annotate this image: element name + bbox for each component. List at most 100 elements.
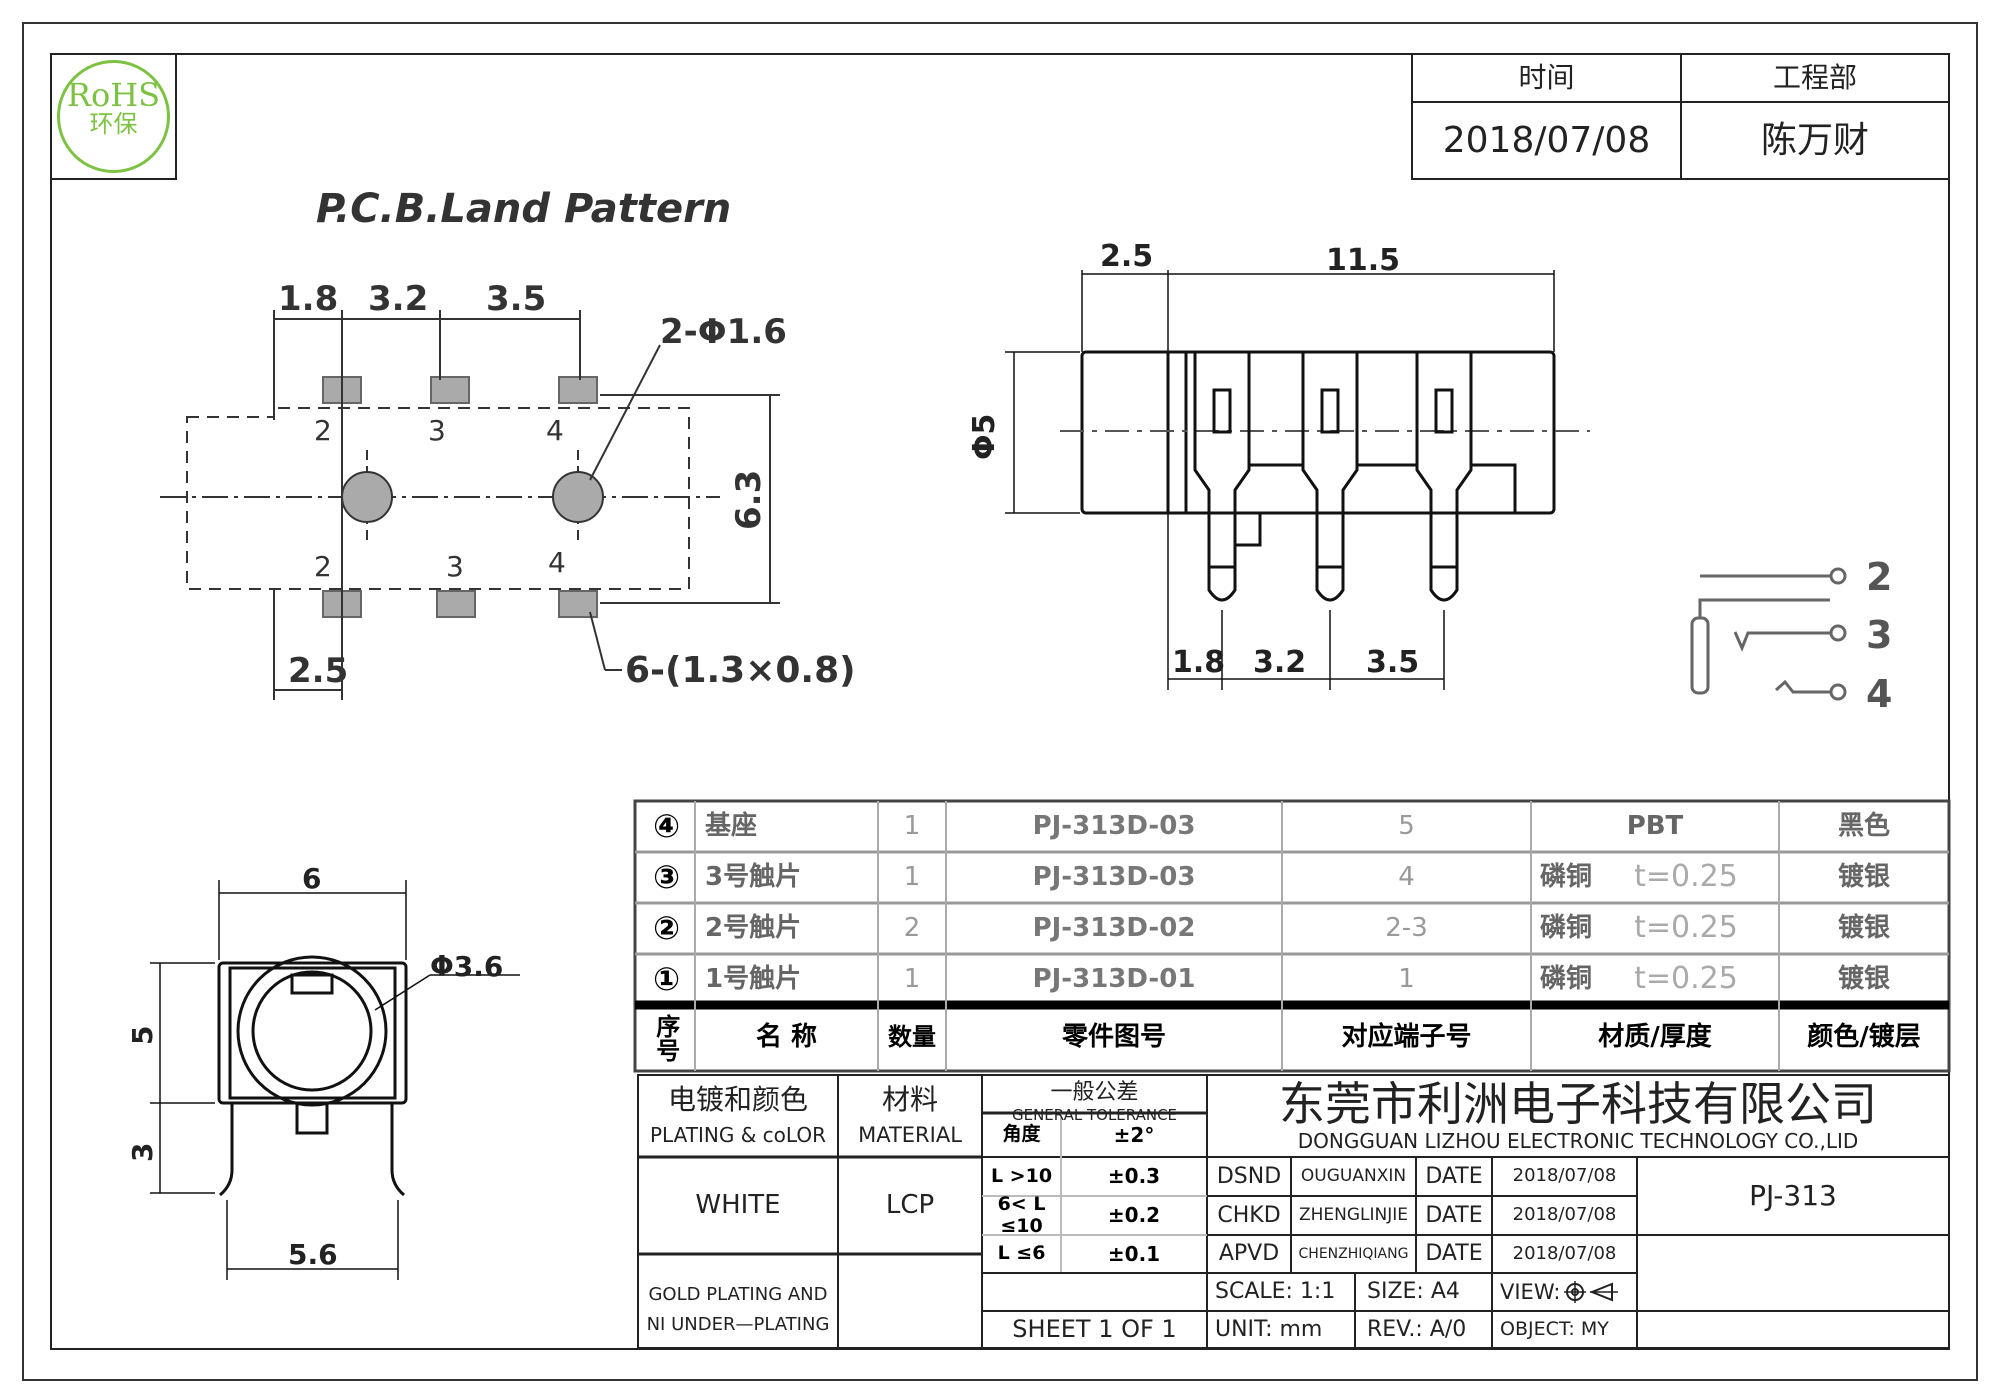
bom-row-terminal: 4 bbox=[1398, 861, 1415, 892]
signoff-date-label: DATE bbox=[1425, 1202, 1483, 1228]
signoff-role: DSND bbox=[1216, 1163, 1282, 1189]
front-pitch: 5.6 bbox=[288, 1238, 338, 1271]
pcb-dim-1: 1.8 bbox=[278, 279, 338, 319]
bom-row-qty: 1 bbox=[903, 963, 921, 994]
schematic-pin: 3 bbox=[1866, 613, 1892, 657]
signoff-name: CHENZHIQIANG bbox=[1298, 1245, 1409, 1262]
bom-row-part: PJ-313D-03 bbox=[1032, 861, 1196, 892]
bom-row-thickness: t=0.25 bbox=[1634, 910, 1738, 946]
bom-row-color: 镀银 bbox=[1837, 963, 1890, 994]
front-width-dim: 6 bbox=[302, 862, 321, 895]
bom-row-part: PJ-313D-03 bbox=[1032, 810, 1196, 841]
bom-row-no: ① bbox=[652, 960, 681, 999]
pin-label-bottom: 4 bbox=[548, 546, 566, 579]
side-view-drawing bbox=[1005, 270, 1590, 690]
bom-row-name: 3号触片 bbox=[705, 861, 802, 892]
bom-header-color: 颜色/镀层 bbox=[1807, 1022, 1921, 1053]
signoff-date: 2018/07/08 bbox=[1512, 1242, 1617, 1264]
rohs-logo-subtext: 环保 bbox=[89, 110, 138, 138]
side-dia: Φ5 bbox=[967, 414, 1002, 460]
material-en: MATERIAL bbox=[858, 1122, 962, 1147]
bom-row-no: ② bbox=[652, 909, 681, 948]
side-dim-length: 11.5 bbox=[1326, 243, 1400, 278]
schematic-pin: 2 bbox=[1866, 555, 1892, 599]
dept-label: 工程部 bbox=[1772, 60, 1857, 94]
plating-en: PLATING & coLOR bbox=[650, 1122, 826, 1147]
bom-row-material: 磷铜 bbox=[1539, 912, 1592, 943]
rohs-logo: RoHS 环保 bbox=[57, 60, 170, 173]
bom-row-qty: 2 bbox=[903, 912, 921, 943]
pcb-pad-label: 6-(1.3×0.8) bbox=[625, 650, 856, 691]
bom-row-terminal: 1 bbox=[1398, 963, 1415, 994]
view-text: VIEW: bbox=[1500, 1279, 1561, 1304]
plating-value-1: GOLD PLATING AND bbox=[648, 1283, 828, 1305]
bom-header-no: 序号 bbox=[651, 1014, 680, 1062]
front-view-drawing bbox=[150, 880, 520, 1280]
tolerance-value: ±2° bbox=[1113, 1122, 1155, 1147]
signoff-date: 2018/07/08 bbox=[1512, 1165, 1617, 1187]
pin-label-top: 4 bbox=[546, 414, 564, 447]
bom-row-name: 2号触片 bbox=[705, 912, 802, 943]
side-dim-left: 2.5 bbox=[1100, 239, 1153, 274]
title-block-grid bbox=[637, 1074, 1950, 1349]
bom-row-terminal: 5 bbox=[1398, 810, 1415, 841]
header-date: 2018/07/08 bbox=[1442, 119, 1651, 161]
bom-row-no: ③ bbox=[652, 858, 681, 897]
bom-row-material: 磷铜 bbox=[1539, 963, 1592, 994]
pcb-dim-3: 3.5 bbox=[486, 279, 546, 319]
pcb-height-dim: 6.3 bbox=[729, 470, 769, 530]
front-h1: 5 bbox=[126, 1026, 159, 1045]
bom-row-name: 1号触片 bbox=[705, 963, 802, 994]
object: OBJECT: MY bbox=[1500, 1317, 1609, 1340]
pcb-bottom-dim: 2.5 bbox=[288, 651, 348, 691]
bom-row-thickness: t=0.25 bbox=[1634, 859, 1738, 895]
pcb-dim-2: 3.2 bbox=[368, 279, 428, 319]
signoff-date-label: DATE bbox=[1425, 1163, 1483, 1189]
front-h2: 3 bbox=[126, 1143, 159, 1162]
scale: SCALE: 1:1 bbox=[1215, 1279, 1336, 1305]
bom-row-qty: 1 bbox=[903, 810, 921, 841]
tolerance-range: L ≤6 bbox=[997, 1242, 1046, 1265]
side-dim-bottom: 3.2 bbox=[1253, 645, 1306, 680]
pin-label-top: 2 bbox=[314, 414, 332, 447]
signoff-name: ZHENGLINJIE bbox=[1298, 1204, 1409, 1225]
side-dim-bottom: 1.8 bbox=[1172, 645, 1225, 680]
company-name-cn: 东莞市利洲电子科技有限公司 bbox=[1279, 1076, 1877, 1131]
schematic-pin: 4 bbox=[1866, 672, 1892, 716]
sheet-size: SIZE: A4 bbox=[1367, 1279, 1460, 1305]
bom-row-thickness: t=0.25 bbox=[1634, 961, 1738, 997]
company-name-en: DONGGUAN LIZHOU ELECTRONIC TECHNOLOGY CO… bbox=[1297, 1128, 1859, 1153]
bom-row-part: PJ-313D-02 bbox=[1032, 912, 1196, 943]
bom-row-color: 镀银 bbox=[1837, 861, 1890, 892]
bom-row-color: 镀银 bbox=[1837, 912, 1890, 943]
plating-value-2: NI UNDER—PLATING bbox=[646, 1313, 830, 1335]
bom-header-material: 材质/厚度 bbox=[1598, 1022, 1712, 1053]
plating-cn: 电镀和颜色 bbox=[667, 1082, 808, 1116]
material-value: LCP bbox=[885, 1189, 935, 1220]
tolerance-value: ±0.3 bbox=[1107, 1164, 1161, 1188]
sheet-info: SHEET 1 OF 1 bbox=[1012, 1314, 1177, 1343]
bom-row-material: PBT bbox=[1626, 810, 1684, 841]
pcb-title: P.C.B.Land Pattern bbox=[316, 186, 731, 232]
signoff-role: CHKD bbox=[1217, 1202, 1281, 1228]
pin-label-bottom: 3 bbox=[446, 550, 464, 583]
color-value: WHITE bbox=[695, 1189, 781, 1220]
pin-label-top: 3 bbox=[428, 414, 446, 447]
signoff-name: OUGUANXIN bbox=[1300, 1165, 1407, 1186]
bom-header-part: 零件图号 bbox=[1061, 1022, 1166, 1053]
bom-row-qty: 1 bbox=[903, 861, 921, 892]
rohs-logo-text: RoHS bbox=[66, 76, 161, 114]
part-number: PJ-313 bbox=[1749, 1178, 1837, 1212]
revision: REV.: A/0 bbox=[1367, 1316, 1467, 1342]
bom-row-terminal: 2-3 bbox=[1385, 912, 1428, 943]
bom-header-name: 名 称 bbox=[755, 1022, 818, 1053]
pcb-hole-label: 2-Φ1.6 bbox=[660, 312, 787, 352]
tolerance-en: GENERAL TOLERANCE bbox=[1011, 1106, 1178, 1125]
tolerance-range: 角度 bbox=[1002, 1123, 1041, 1146]
signoff-role: APVD bbox=[1218, 1241, 1280, 1267]
material-cn: 材料 bbox=[881, 1082, 938, 1116]
unit: UNIT: mm bbox=[1215, 1316, 1323, 1342]
signoff-date-label: DATE bbox=[1425, 1241, 1483, 1267]
